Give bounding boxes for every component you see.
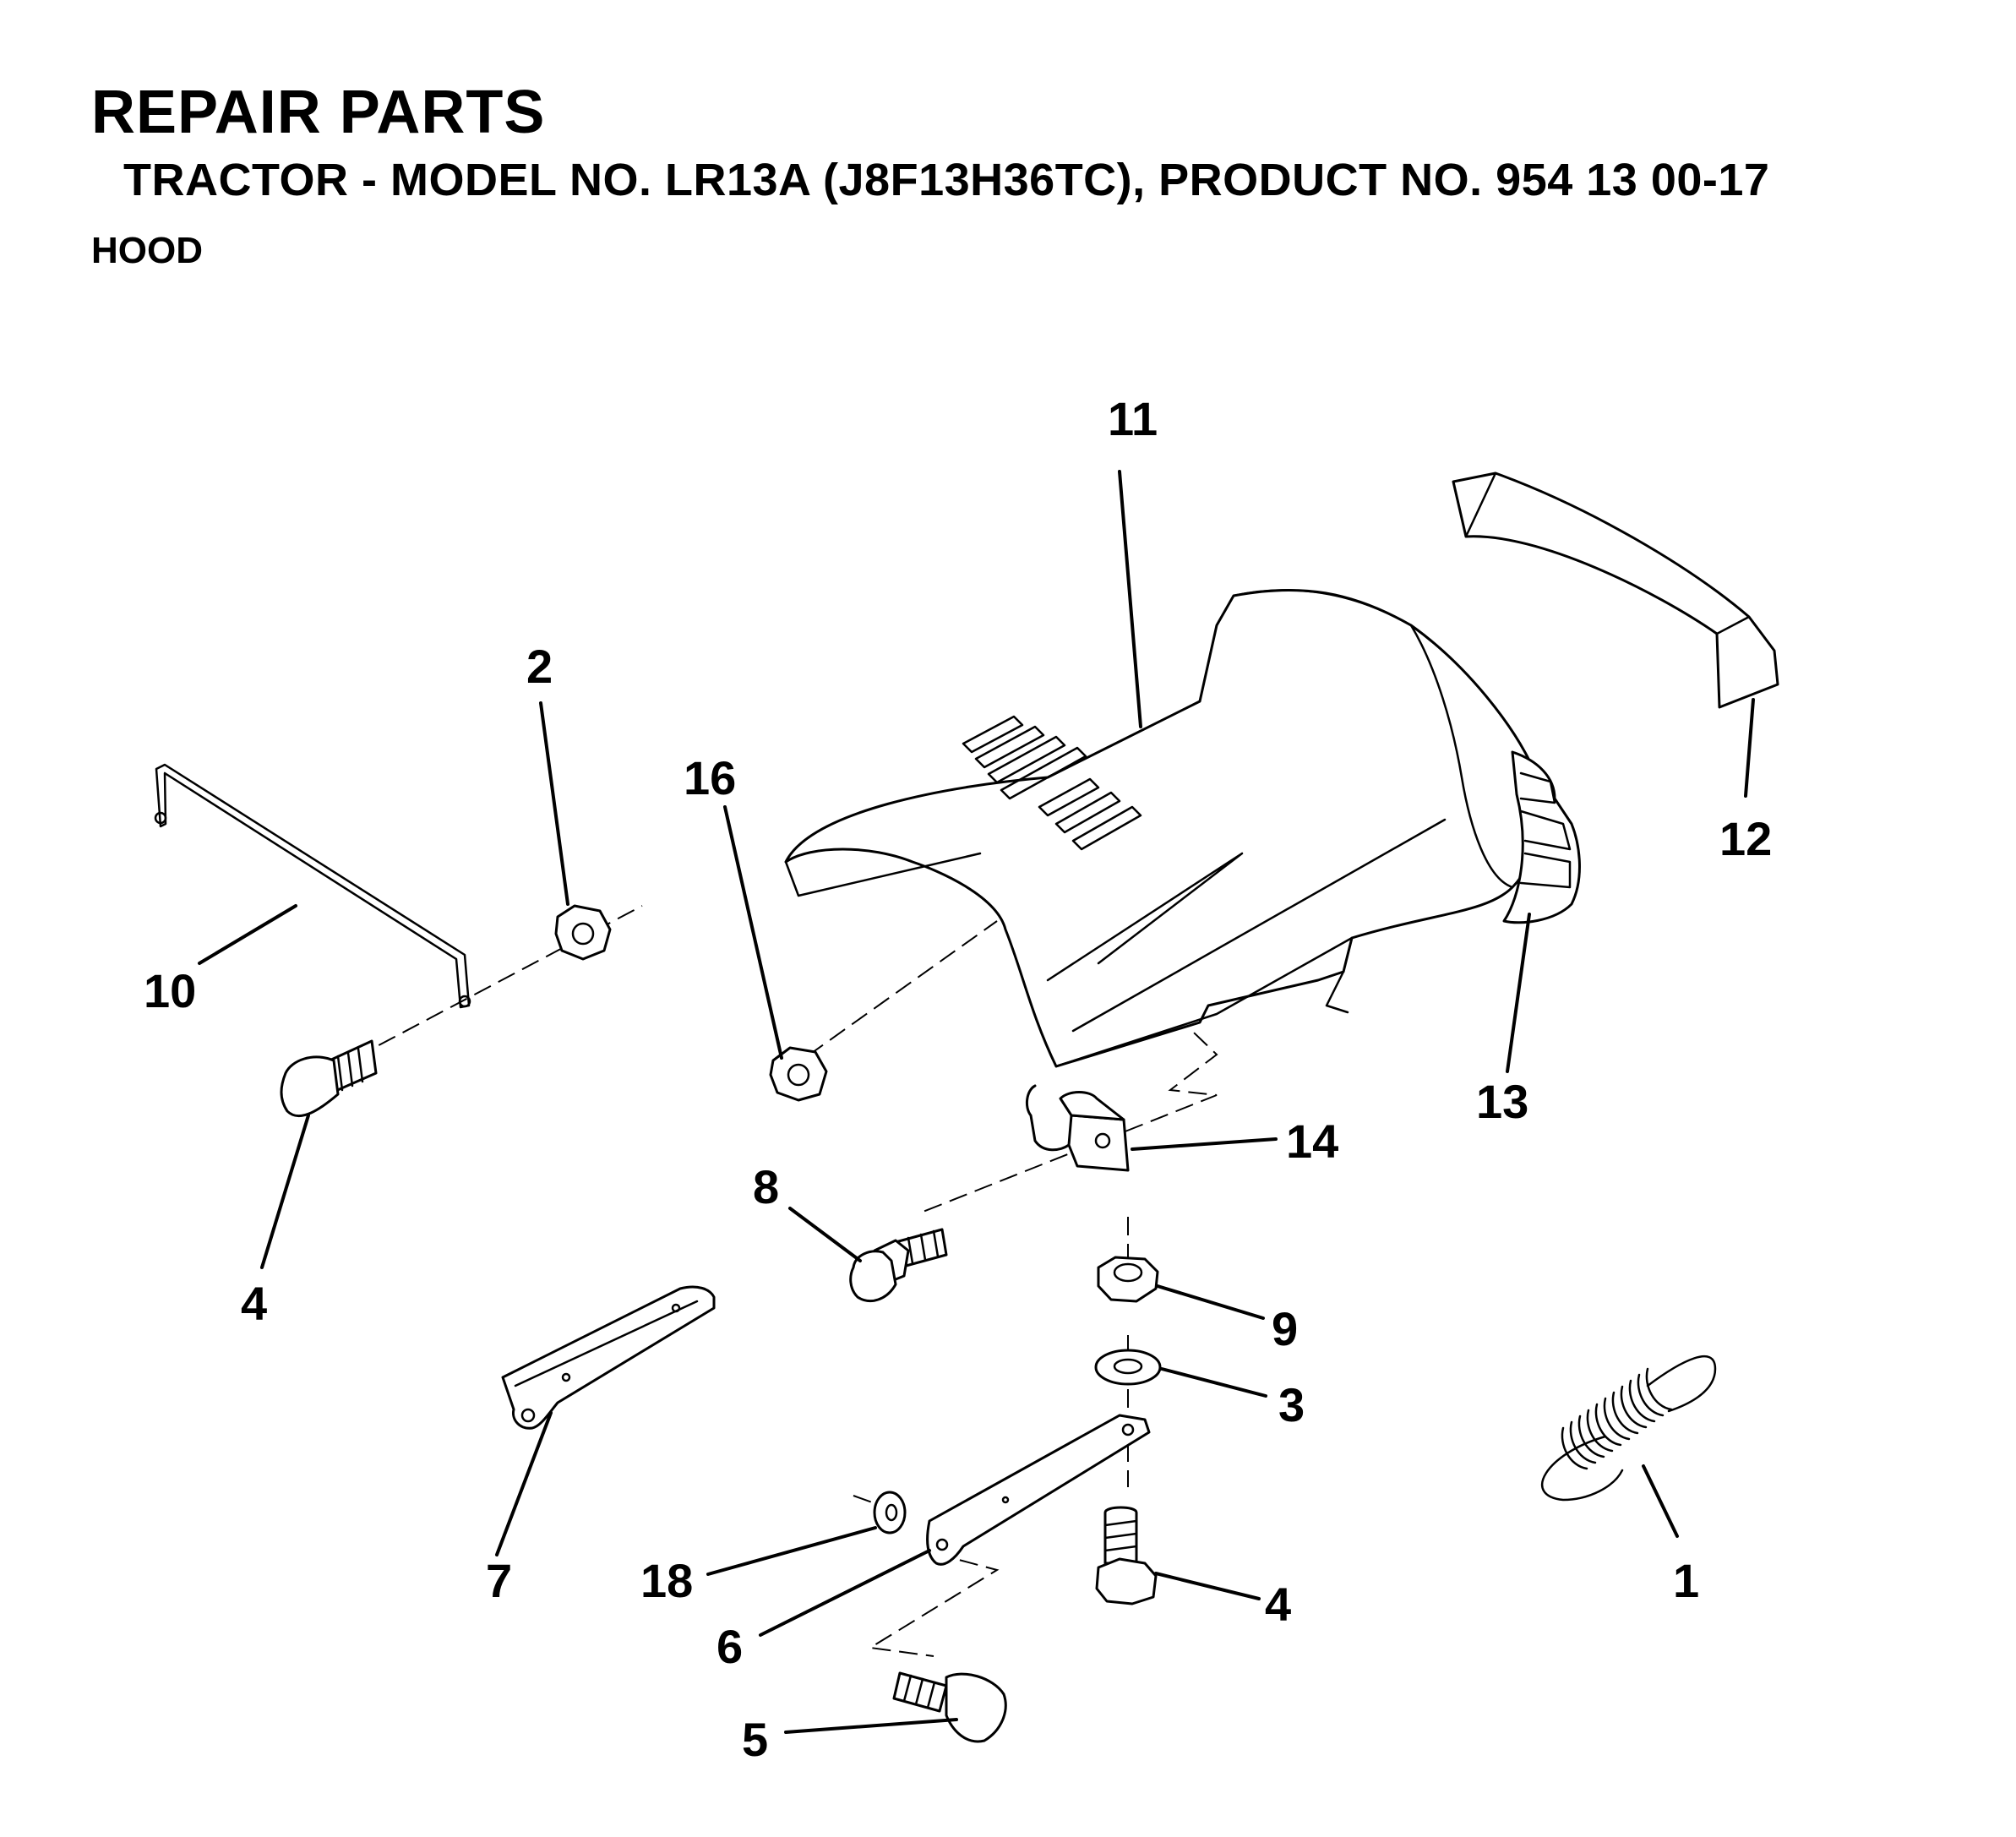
bolt-part-4-lower <box>1095 1506 1158 1605</box>
rod-part <box>154 763 471 1009</box>
callout-2: 2 <box>526 640 553 693</box>
callout-5: 5 <box>742 1713 768 1766</box>
washer-part-18 <box>873 1491 907 1534</box>
callout-12: 12 <box>1719 812 1772 865</box>
callout-9: 9 <box>1272 1302 1298 1355</box>
callout-8: 8 <box>753 1160 779 1213</box>
bolt-part-4-upper <box>280 1039 378 1117</box>
callout-7: 7 <box>486 1554 512 1607</box>
callout-18: 18 <box>640 1554 693 1607</box>
leader-lines <box>198 470 1755 1734</box>
callout-1: 1 <box>1673 1554 1699 1607</box>
nut-part-16 <box>769 1046 828 1102</box>
bolt-part-5 <box>892 1671 1007 1743</box>
hood-part <box>784 588 1539 1068</box>
callout-10: 10 <box>144 964 196 1017</box>
section-label: HOOD <box>91 230 203 271</box>
callout-14: 14 <box>1286 1115 1338 1168</box>
page-title: REPAIR PARTS <box>91 79 546 146</box>
callout-13: 13 <box>1476 1075 1528 1128</box>
callout-3: 3 <box>1278 1378 1305 1431</box>
callout-4-lower: 4 <box>1265 1578 1291 1631</box>
bracket-part-14 <box>1025 1084 1130 1172</box>
bolt-part-8 <box>849 1228 948 1302</box>
spring-part-1 <box>1540 1355 1717 1502</box>
bumper-part <box>1452 472 1779 709</box>
strap-part-7 <box>501 1285 716 1430</box>
callout-labels: 11 2 16 10 4 12 13 14 8 4 9 3 7 18 6 1 5 <box>144 392 1772 1766</box>
callout-11: 11 <box>1108 392 1158 445</box>
washer-part-3 <box>1094 1349 1162 1386</box>
callout-16: 16 <box>684 751 736 804</box>
nut-part-2 <box>554 904 612 961</box>
grille-part <box>1502 750 1581 924</box>
model-subtitle: TRACTOR - MODEL NO. LR13A (J8F13H36TC), … <box>123 155 1770 205</box>
callout-6: 6 <box>716 1620 743 1673</box>
page-header: REPAIR PARTS TRACTOR - MODEL NO. LR13A (… <box>0 0 2016 287</box>
strap-part-6 <box>926 1414 1151 1566</box>
nut-part-9 <box>1097 1256 1159 1303</box>
callout-4-upper: 4 <box>241 1277 267 1330</box>
